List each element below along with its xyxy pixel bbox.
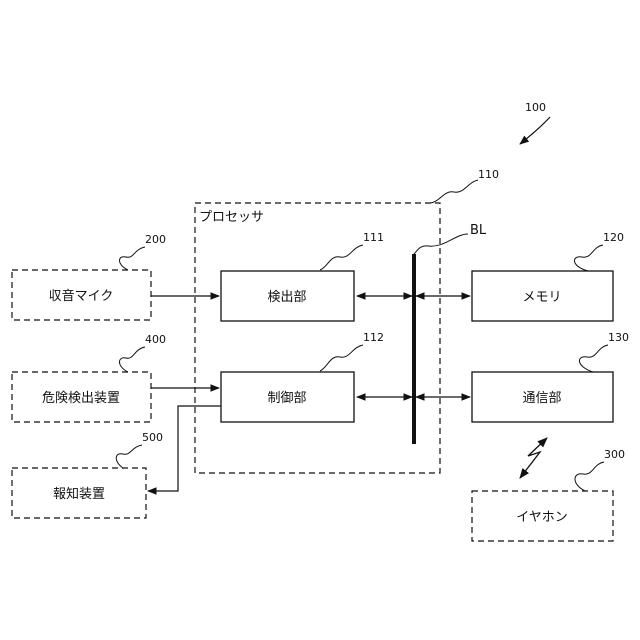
bus-label-leader — [414, 234, 468, 254]
memory-ref-leader — [574, 245, 603, 271]
system-ref: 100 — [525, 101, 546, 114]
mic-ref-leader — [120, 247, 146, 270]
controller-label: 制御部 — [267, 391, 306, 406]
detector-ref: 111 — [363, 231, 384, 244]
controller-to-notify-arrow — [148, 406, 221, 491]
notify-label: 報知装置 — [53, 486, 105, 502]
comm-ref-leader — [579, 345, 608, 372]
processor-label: プロセッサ — [199, 210, 264, 225]
system-ref-leader — [520, 117, 550, 144]
wireless-link-icon — [520, 438, 547, 478]
memory-label: メモリ — [522, 290, 561, 305]
notify-ref: 500 — [142, 431, 163, 444]
detector-ref-leader — [320, 245, 363, 270]
controller-ref: 112 — [363, 331, 384, 344]
danger-label: 危険検出装置 — [42, 391, 120, 406]
comm-label: 通信部 — [522, 391, 561, 406]
comm-ref: 130 — [608, 331, 629, 344]
mic-ref: 200 — [145, 233, 166, 246]
processor-ref-leader — [430, 180, 478, 203]
mic-label: 収音マイク — [49, 288, 114, 304]
bus-label: BL — [470, 223, 487, 238]
danger-ref: 400 — [145, 333, 166, 346]
notify-ref-leader — [116, 445, 142, 468]
memory-ref: 120 — [603, 231, 624, 244]
earphone-ref-leader — [575, 462, 604, 491]
earphone-ref: 300 — [604, 448, 625, 461]
controller-ref-leader — [320, 345, 363, 371]
processor-box — [195, 203, 440, 473]
earphone-label: イヤホン — [516, 510, 568, 525]
detector-label: 検出部 — [267, 290, 306, 305]
processor-ref: 110 — [478, 168, 499, 181]
danger-ref-leader — [120, 347, 146, 372]
